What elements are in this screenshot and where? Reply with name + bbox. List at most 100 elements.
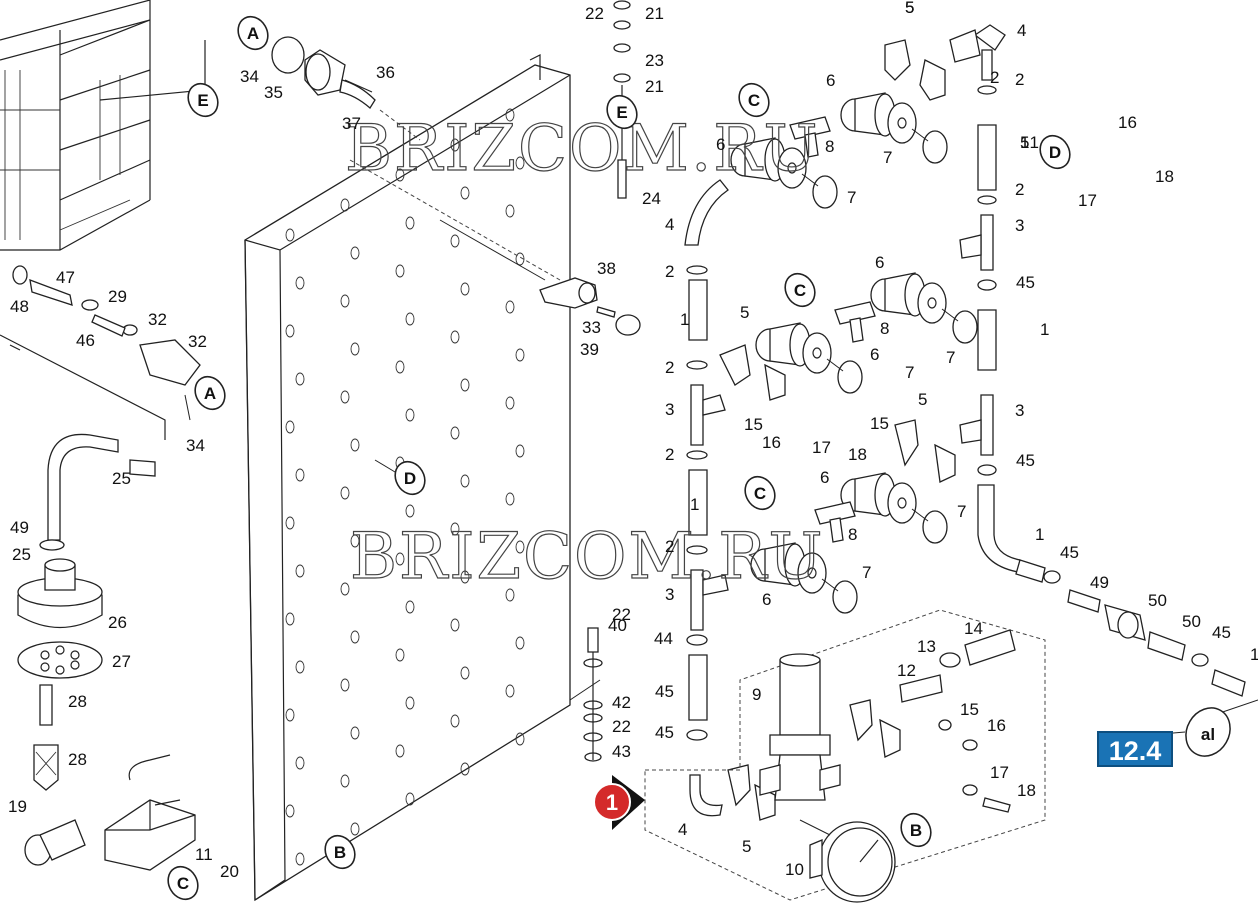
part-number: 15 bbox=[744, 415, 763, 434]
ref-letter-label: A bbox=[204, 384, 216, 403]
part-number: 2 bbox=[665, 262, 674, 281]
ref-letter-label: D bbox=[1049, 143, 1061, 162]
valve-unit bbox=[870, 272, 978, 344]
part-number: 10 bbox=[785, 860, 804, 879]
part-number: 50 bbox=[1182, 612, 1201, 631]
page-ref-label: al bbox=[1201, 725, 1215, 744]
part-number: 42 bbox=[612, 693, 631, 712]
part-number: 5 bbox=[905, 0, 914, 17]
part-number: 21 bbox=[645, 4, 664, 23]
tee-fitting bbox=[834, 301, 876, 343]
part-number: 3 bbox=[665, 400, 674, 419]
part-number: 25 bbox=[12, 545, 31, 564]
part-number: 11 bbox=[195, 845, 213, 864]
part-number: 38 bbox=[597, 259, 616, 278]
cartridge-parts bbox=[271, 36, 376, 109]
part-number: 34 bbox=[186, 436, 205, 455]
part-number: 3 bbox=[1015, 216, 1024, 235]
part-number: 40 bbox=[608, 616, 627, 635]
part-number: 4 bbox=[1017, 21, 1026, 40]
part-number: 6 bbox=[820, 468, 829, 487]
part-number: 8 bbox=[880, 319, 889, 338]
part-number: 2 bbox=[665, 445, 674, 464]
part-number: 28 bbox=[68, 750, 87, 769]
valve-unit bbox=[730, 137, 838, 209]
part-number: 6 bbox=[875, 253, 884, 272]
part-number: 2 bbox=[1015, 180, 1024, 199]
ref-letter-marker: C bbox=[167, 865, 199, 901]
ref-letter-marker: C bbox=[738, 82, 770, 118]
part-number: 18 bbox=[1017, 781, 1036, 800]
ref-letter-marker: D bbox=[394, 460, 426, 496]
part-number: 20 bbox=[220, 862, 239, 881]
part-number: 1 bbox=[1250, 645, 1258, 664]
part-number: 8 bbox=[825, 137, 834, 156]
ref-letter-marker: C bbox=[744, 475, 776, 511]
part-number: 6 bbox=[870, 345, 879, 364]
part-number: 28 bbox=[68, 692, 87, 711]
part-number: 5 bbox=[905, 0, 914, 17]
valve-assemblies bbox=[730, 92, 978, 614]
pressure-regulator-group bbox=[644, 609, 1046, 903]
part-number: 8 bbox=[848, 525, 857, 544]
ref-letter-marker: A bbox=[194, 375, 226, 411]
part-number: 22 bbox=[585, 4, 604, 23]
ref-letter-marker: D bbox=[1039, 134, 1071, 170]
part-number: 37 bbox=[342, 114, 361, 133]
part-number: 36 bbox=[376, 63, 395, 82]
watermark-top: BRIZCOM.RU bbox=[345, 112, 819, 186]
part-number: 1 bbox=[1040, 320, 1049, 339]
vertical-tube-line bbox=[684, 179, 729, 741]
ref-letter-marker: B bbox=[900, 812, 932, 848]
part-number: 7 bbox=[957, 502, 966, 521]
part-number: 22 bbox=[612, 717, 631, 736]
part-number: 3 bbox=[665, 585, 674, 604]
part-number: 7 bbox=[946, 348, 955, 367]
part-number: 32 bbox=[148, 310, 167, 329]
clamp-assemblies bbox=[719, 39, 956, 821]
ref-letter-label: B bbox=[334, 843, 346, 862]
part-number: 43 bbox=[612, 742, 631, 761]
ref-letter-label: C bbox=[754, 484, 766, 503]
part-number: 4 bbox=[665, 215, 674, 234]
part-number: 9 bbox=[752, 685, 761, 704]
part-number: 18 bbox=[1155, 167, 1174, 186]
valve-unit bbox=[840, 472, 948, 544]
part-number: 5 bbox=[740, 303, 749, 322]
part-number: 7 bbox=[862, 563, 871, 582]
ref-letter-label: C bbox=[794, 281, 806, 300]
machine-frame bbox=[0, 0, 206, 251]
part-number: 45 bbox=[655, 723, 674, 742]
part-number: 45 bbox=[1016, 451, 1035, 470]
quick-coupling-chain bbox=[1067, 589, 1246, 697]
part-number: 49 bbox=[10, 518, 29, 537]
part-number: 6 bbox=[716, 135, 725, 154]
part-number: 15 bbox=[870, 414, 889, 433]
part-number: 17 bbox=[990, 763, 1009, 782]
part-number: 7 bbox=[883, 148, 892, 167]
part-number: 7 bbox=[847, 188, 856, 207]
ref-letter-label: E bbox=[197, 91, 208, 110]
callout-marker-label: 1 bbox=[606, 790, 618, 815]
part-number: 6 bbox=[826, 71, 835, 90]
watermark-bottom: BRIZCOM.RU bbox=[350, 520, 824, 594]
part-number: 16 bbox=[1118, 113, 1137, 132]
part-number: 14 bbox=[964, 619, 983, 638]
part-number: 1 bbox=[690, 495, 699, 514]
part-number: 1 bbox=[1035, 525, 1044, 544]
ref-letter-marker: C bbox=[784, 272, 816, 308]
part-number: 1 bbox=[680, 310, 689, 329]
part-number: 17 bbox=[812, 438, 831, 457]
part-number: 6 bbox=[762, 590, 771, 609]
part-number: 45 bbox=[1016, 273, 1035, 292]
callout-marker: 1 bbox=[593, 775, 645, 830]
part-number: 18 bbox=[848, 445, 867, 464]
ref-letter-marker: E bbox=[187, 82, 219, 118]
part-number: 45 bbox=[655, 682, 674, 701]
right-tube-line bbox=[949, 24, 1061, 584]
tee-fitting bbox=[789, 116, 831, 158]
screw-stack-top bbox=[613, 0, 631, 199]
